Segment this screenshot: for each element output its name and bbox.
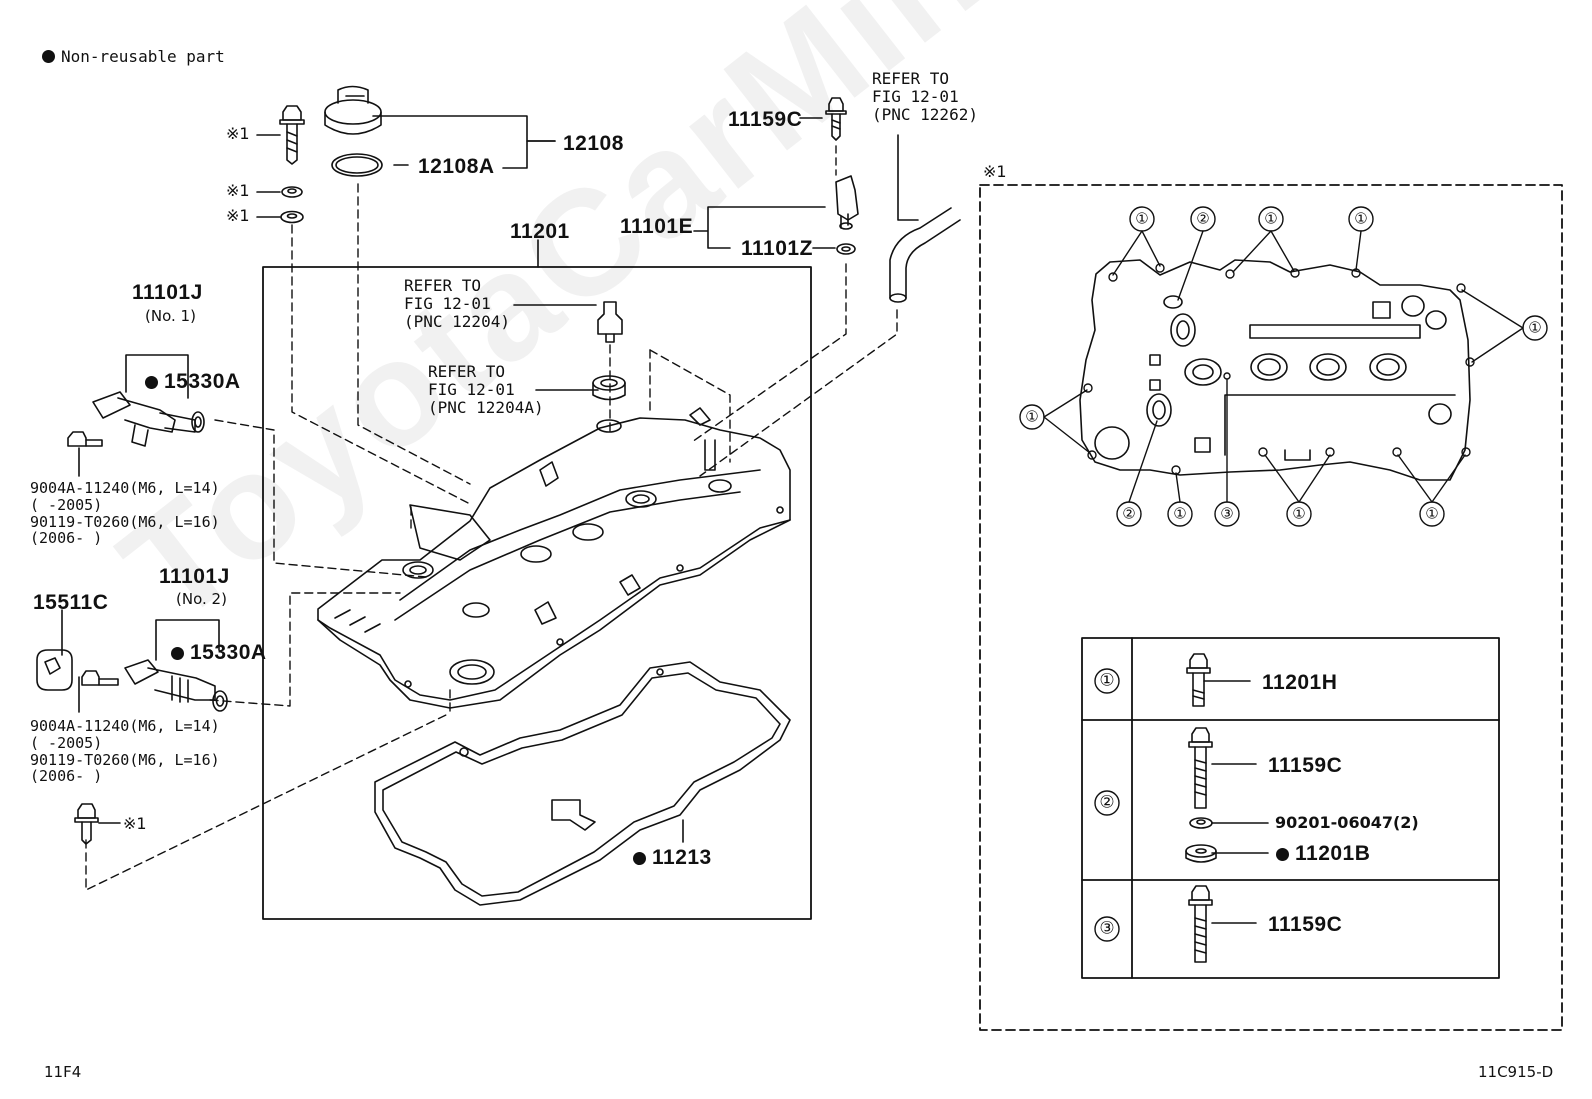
ref-mark-detail: ※1 bbox=[983, 162, 1007, 181]
bolt-11159c-top bbox=[825, 97, 847, 141]
bolt-no1 bbox=[67, 431, 103, 447]
oil-control-valve-1 bbox=[92, 391, 196, 447]
bolt-notes-1: 9004A-11240(M6, L=14)( -2005)90119-T0260… bbox=[30, 479, 220, 548]
bolt-no2 bbox=[81, 670, 119, 686]
non-reusable-dot-icon bbox=[633, 852, 646, 865]
pcv-hose bbox=[889, 207, 961, 303]
oil-filler-cap-gasket bbox=[331, 153, 383, 177]
non-reusable-dot-icon bbox=[42, 50, 55, 63]
callout-1h: ① bbox=[1425, 504, 1439, 523]
table-part-11201h: 11201H bbox=[1262, 671, 1338, 694]
callout-2a: ② bbox=[1196, 209, 1210, 228]
callout-3a: ③ bbox=[1220, 504, 1234, 523]
table-bolt-3 bbox=[1188, 885, 1213, 963]
oil-filler-cap bbox=[324, 85, 382, 135]
label-12108a: 12108A bbox=[418, 155, 495, 178]
label-11201: 11201 bbox=[510, 220, 570, 243]
head-cover-gasket bbox=[374, 661, 791, 906]
callout-1g: ① bbox=[1292, 504, 1306, 523]
o-ring-11101z bbox=[836, 243, 856, 255]
oil-control-valve-2 bbox=[124, 659, 216, 703]
non-reusable-dot-icon bbox=[1276, 848, 1289, 861]
legend: Non-reusable part bbox=[42, 47, 225, 66]
dashed-guides bbox=[85, 183, 898, 891]
label-11101j-1: 11101J bbox=[132, 281, 203, 304]
label-no1: (No. 1) bbox=[145, 307, 196, 325]
label-11101z: 11101Z bbox=[741, 237, 813, 260]
washer-a bbox=[281, 186, 303, 198]
o-ring-15330a-1 bbox=[191, 411, 205, 433]
cover-frame bbox=[262, 266, 812, 920]
table-part-11201b: 11201B bbox=[1276, 843, 1370, 864]
cam-position-sensor bbox=[835, 175, 859, 230]
ref-mark-4: ※1 bbox=[123, 814, 147, 833]
callout-1e: ① bbox=[1025, 407, 1039, 426]
leader-lines bbox=[61, 115, 1269, 924]
footer-right: 11C915-D bbox=[1478, 1063, 1554, 1081]
callout-1f: ① bbox=[1173, 504, 1187, 523]
pcv-valve bbox=[597, 301, 623, 343]
label-11213: 11213 bbox=[633, 847, 712, 868]
table-bolt-1 bbox=[1186, 653, 1211, 707]
label-no2: (No. 2) bbox=[176, 590, 227, 608]
stud-bolt-bottom bbox=[74, 803, 99, 845]
pcv-grommet bbox=[592, 375, 626, 401]
label-11101j-2: 11101J bbox=[159, 565, 230, 588]
ref-mark-2: ※1 bbox=[226, 181, 250, 200]
table-key-1: ① bbox=[1099, 670, 1115, 691]
table-circles bbox=[1094, 668, 1120, 942]
table-grommet bbox=[1185, 844, 1217, 863]
ref-mark-3: ※1 bbox=[226, 206, 250, 225]
table-part-11159c-b: 11159C bbox=[1268, 913, 1343, 936]
cover-top-view bbox=[1079, 259, 1471, 481]
table-part-90201: 90201-06047(2) bbox=[1275, 813, 1419, 832]
washer-b bbox=[280, 210, 304, 224]
label-11101e: 11101E bbox=[620, 215, 694, 238]
connector-15511c bbox=[36, 649, 73, 691]
bolt-notes-2: 9004A-11240(M6, L=14)( -2005)90119-T0260… bbox=[30, 717, 220, 786]
table-key-3: ③ bbox=[1099, 918, 1115, 939]
table-key-2: ② bbox=[1099, 792, 1115, 813]
table-part-11159c-a: 11159C bbox=[1268, 754, 1343, 777]
callout-2b: ② bbox=[1122, 504, 1136, 523]
bolt-table bbox=[1081, 637, 1500, 979]
label-12108: 12108 bbox=[563, 132, 624, 155]
legend-text: Non-reusable part bbox=[61, 47, 225, 66]
callout-1d: ① bbox=[1528, 318, 1542, 337]
stud-bolt-top bbox=[279, 105, 305, 165]
non-reusable-dot-icon bbox=[171, 647, 184, 660]
ref-mark-1: ※1 bbox=[226, 124, 250, 143]
detail-frame bbox=[979, 184, 1563, 1031]
bolt-holes bbox=[1083, 263, 1475, 475]
cylinder-head-cover bbox=[317, 407, 791, 709]
callout-circles bbox=[1019, 206, 1548, 527]
table-washer bbox=[1189, 817, 1213, 829]
footer-left: 11F4 bbox=[44, 1063, 82, 1081]
label-15330a-1: 15330A bbox=[145, 371, 241, 392]
non-reusable-dot-icon bbox=[145, 376, 158, 389]
label-11159c-top: 11159C bbox=[728, 108, 803, 131]
label-15330a-2: 15330A bbox=[171, 642, 267, 663]
callout-1c: ① bbox=[1354, 209, 1368, 228]
label-15511c: 15511C bbox=[33, 591, 109, 614]
table-bolt-2 bbox=[1188, 727, 1213, 809]
callout-1b: ① bbox=[1264, 209, 1278, 228]
o-ring-15330a-2 bbox=[212, 690, 228, 712]
callout-1a: ① bbox=[1135, 209, 1149, 228]
